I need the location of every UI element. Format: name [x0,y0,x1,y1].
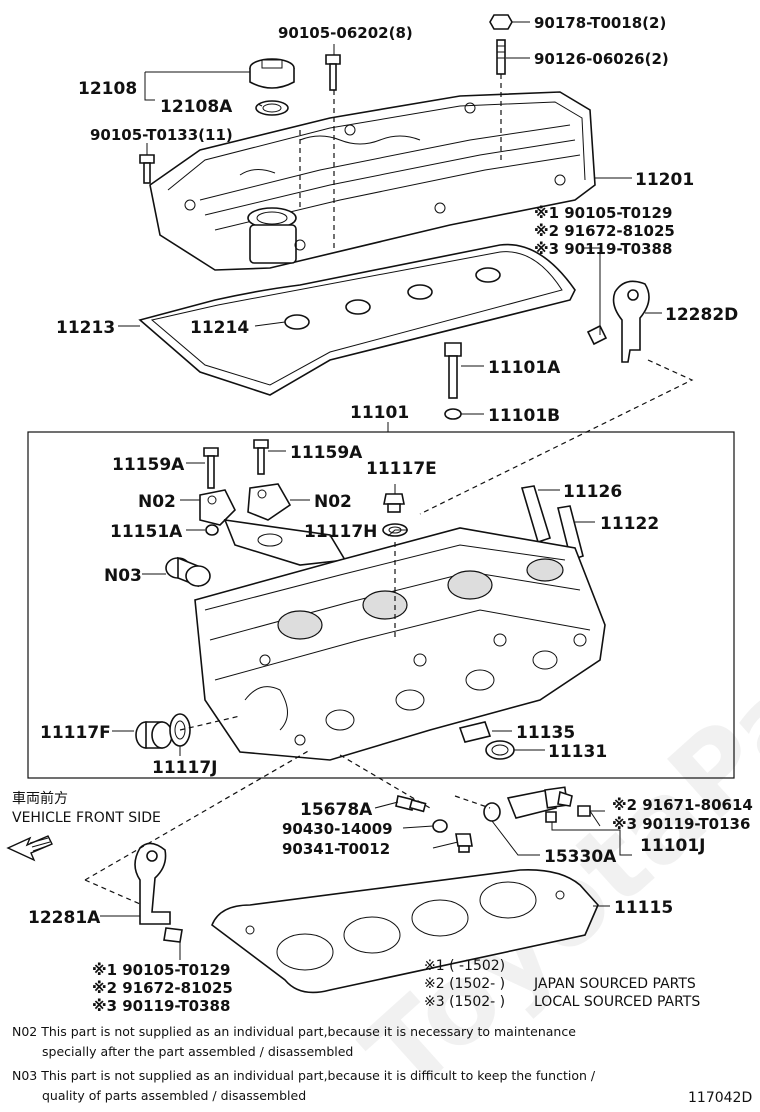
label-11214: 11214 [190,318,249,338]
label-12282d: 12282D [665,305,738,325]
plug-90341 [455,833,473,853]
label-90430: 90430-14009 [282,820,393,838]
label-n02-left: N02 [138,492,176,512]
camshaft-bearing-cap-right [247,483,292,521]
footnote-n02-line2: specially after the part assembled / dis… [42,1044,353,1059]
valve-guide-11126 [520,485,551,544]
oil-control-valve-11101j [506,786,573,823]
label-12281a: 12281A [28,908,101,928]
leader-lines [84,21,694,960]
front-direction-arrow-icon [6,835,53,862]
label-12108a: 12108A [160,97,233,117]
bolt-11159a-left [203,447,219,489]
label-bottom-variant-3: ※3 90119-T0388 [92,997,230,1015]
label-11151a: 11151A [110,522,183,542]
legend-2-text: JAPAN SOURCED PARTS [533,976,696,992]
plug-11117f [135,721,173,749]
label-11135: 11135 [516,723,575,743]
label-11115: 11115 [614,898,673,918]
label-15330a: 15330A [544,847,617,867]
legend-3-text: LOCAL SOURCED PARTS [534,994,700,1010]
label-90105-06202: 90105-06202(8) [278,24,413,42]
label-11117j: 11117J [152,758,217,778]
seal-11135 [458,721,492,743]
bolt-bracket-top [586,324,608,346]
stud-90126 [496,39,506,75]
bolt-bracket-bottom [163,927,183,943]
label-ocv-variant-3: ※3 90119-T0136 [612,815,750,833]
label-11201: 11201 [635,170,694,190]
bolt-ocv [577,805,591,817]
label-bottom-variant-2: ※2 91672-81025 [92,979,233,997]
pin-11151a [205,524,219,536]
label-90178: 90178-T0018(2) [534,14,666,32]
bolt-11159a-right [253,439,269,475]
label-ocv-variant-2: ※2 91671-80614 [612,796,753,814]
oring-15330a [483,802,501,822]
part-labels: 12108 12108A 90105-06202(8) 90178-T0018(… [12,14,753,1015]
label-90105-t0133: 90105-T0133(11) [90,126,233,144]
legend-3-code: ※3 (1502- ) [424,994,505,1010]
plug-15678a [395,795,427,813]
label-bottom-variant-1: ※1 90105-T0129 [92,961,230,979]
label-top-variant-3: ※3 90119-T0388 [534,240,672,258]
cylinder-head-block [194,527,606,761]
cylinder-head-cover [149,91,596,271]
nut-90178 [489,14,513,30]
footnote-n02-line1: N02 This part is not supplied as an indi… [12,1024,576,1039]
label-11126: 11126 [563,482,622,502]
footnote-n03-line1: N03 This part is not supplied as an indi… [12,1068,596,1083]
direction-label-en: VEHICLE FRONT SIDE [12,810,161,826]
label-11131: 11131 [548,742,607,762]
bolt-90105-t0133 [139,154,155,184]
label-90341: 90341-T0012 [282,840,390,858]
label-12108: 12108 [78,79,137,99]
label-11117h: 11117H [304,522,377,542]
label-11122: 11122 [600,514,659,534]
label-11117f: 11117F [40,723,111,743]
cylinder-head-assembly-frame [27,431,735,779]
label-11159a-right: 11159A [290,443,363,463]
footnotes: N02 This part is not supplied as an indi… [12,1024,752,1106]
bolt-90105-06202 [325,54,341,91]
direction-label-jp: 車両前方 [12,790,68,807]
label-11117e: 11117E [366,459,437,479]
bracket-12281a [134,842,171,925]
head-gasket [211,868,599,994]
plug-11117e [383,493,405,513]
legend-1: ※1 ( -1502) [424,958,505,974]
oil-filler-cap [249,58,295,89]
variant-legend: ※1 ( -1502) ※2 (1502- ) JAPAN SOURCED PA… [424,958,700,1010]
label-11101j: 11101J [640,836,705,856]
head-bolt [444,342,462,399]
label-top-variant-2: ※2 91672-81025 [534,222,675,240]
label-11101: 11101 [350,403,409,423]
head-bolt-washer [444,408,462,420]
seal-11131 [485,740,515,760]
label-n02-right: N02 [314,492,352,512]
label-n03: N03 [104,566,142,586]
diagram-id: 117042D [688,1090,752,1106]
legend-2-code: ※2 (1502- ) [424,976,505,992]
oil-filler-cap-gasket [255,100,289,116]
label-90126: 90126-06026(2) [534,50,669,68]
valve-guide-11122 [557,505,584,562]
label-11159a-left: 11159A [112,455,185,475]
gasket-90430 [432,819,448,833]
label-11213: 11213 [56,318,115,338]
cover-gasket [138,243,576,396]
footnote-n03-line2: quality of parts assembled / disassemble… [42,1088,306,1103]
cam-cap-rail [223,519,347,566]
cylinder-plug-n03 [165,556,211,588]
bracket-12282d [612,280,650,363]
label-15678a: 15678A [300,800,373,820]
label-top-variant-1: ※1 90105-T0129 [534,204,672,222]
label-11101b: 11101B [488,406,560,426]
camshaft-bearing-cap-left [199,489,236,526]
label-11101a: 11101A [488,358,561,378]
